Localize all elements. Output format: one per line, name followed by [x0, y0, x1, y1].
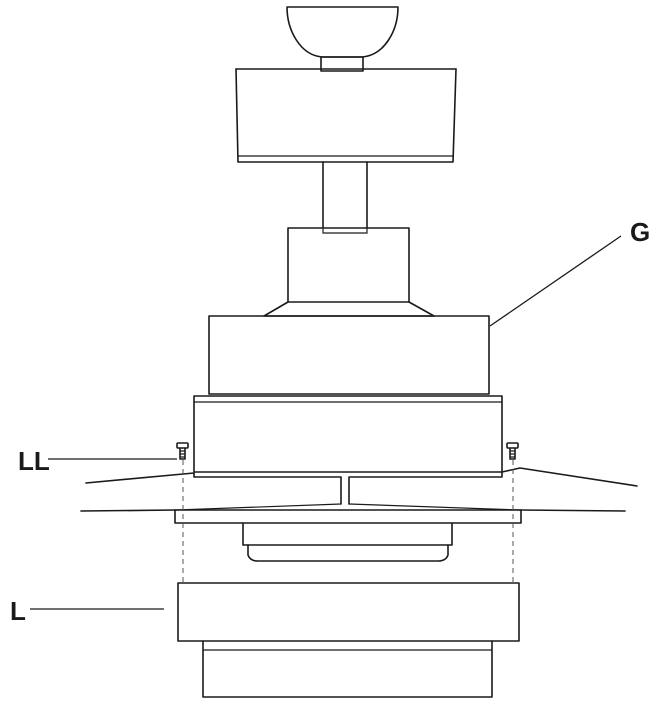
fan-blades — [80, 467, 638, 512]
light-kit-cover-l — [177, 582, 520, 698]
callout-g: G — [489, 217, 650, 327]
screw-left — [176, 442, 189, 460]
callout-l-label: L — [10, 596, 26, 626]
canopy — [235, 68, 457, 163]
callout-l: L — [10, 596, 164, 626]
motor-housing-g — [208, 315, 490, 395]
callout-g-label: G — [630, 217, 650, 247]
callout-ll: LL — [18, 446, 177, 476]
alignment-lines — [182, 460, 514, 583]
lower-motor-housing — [193, 395, 503, 473]
light-housing — [242, 522, 453, 562]
downrod — [322, 161, 368, 229]
screw-right — [506, 442, 519, 460]
callout-ll-label: LL — [18, 446, 50, 476]
bottom-plate — [174, 509, 522, 524]
motor-collar — [263, 227, 435, 317]
mounting-bracket — [286, 6, 399, 72]
